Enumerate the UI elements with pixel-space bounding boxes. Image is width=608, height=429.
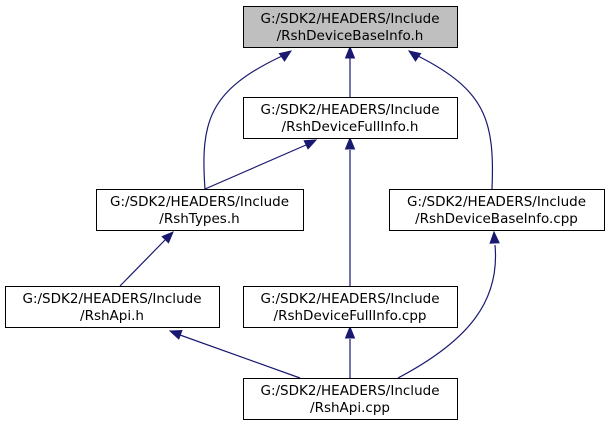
- node-api-h[interactable]: G:/SDK2/HEADERS/Include/RshApi.h: [5, 286, 220, 328]
- arrowhead: [344, 325, 356, 339]
- node-file-label: /RshApi.cpp: [310, 400, 390, 416]
- edge-full_h-to-base_h: [344, 45, 356, 97]
- node-file-label: /RshTypes.h: [159, 211, 239, 227]
- node-file-label: /RshDeviceFullInfo.cpp: [274, 308, 427, 324]
- edge-line: [179, 334, 301, 379]
- node-path-label: G:/SDK2/HEADERS/Include: [261, 102, 440, 118]
- node-file-label: /RshDeviceFullInfo.h: [282, 119, 419, 135]
- edge-api_cpp-to-full_cpp: [344, 325, 356, 378]
- node-base-cpp[interactable]: G:/SDK2/HEADERS/Include/RshDeviceBaseInf…: [389, 189, 605, 231]
- edges-layer: [119, 45, 500, 379]
- node-types-h[interactable]: G:/SDK2/HEADERS/Include/RshTypes.h: [96, 189, 304, 231]
- edge-line: [204, 144, 307, 190]
- arrowhead: [168, 329, 183, 340]
- node-box: [243, 286, 458, 328]
- edge-types_h-to-base_h: [203, 50, 293, 190]
- arrowhead: [161, 231, 174, 244]
- edge-api_cpp-to-base_cpp: [397, 230, 500, 379]
- nodes-layer: G:/SDK2/HEADERS/Include/RshDeviceBaseInf…: [5, 6, 605, 420]
- edge-types_h-to-full_h: [204, 139, 318, 190]
- node-path-label: G:/SDK2/HEADERS/Include: [261, 11, 440, 27]
- node-path-label: G:/SDK2/HEADERS/Include: [407, 194, 586, 210]
- arrowhead: [407, 50, 422, 62]
- edge-api_h-to-types_h: [119, 231, 174, 287]
- arrowhead: [344, 136, 356, 150]
- node-path-label: G:/SDK2/HEADERS/Include: [23, 291, 202, 307]
- edge-api_cpp-to-api_h: [168, 329, 301, 379]
- node-path-label: G:/SDK2/HEADERS/Include: [261, 383, 440, 399]
- node-base-h: G:/SDK2/HEADERS/Include/RshDeviceBaseInf…: [243, 6, 458, 48]
- node-file-label: /RshApi.h: [80, 308, 144, 324]
- node-path-label: G:/SDK2/HEADERS/Include: [110, 194, 289, 210]
- edge-line: [119, 239, 166, 287]
- node-file-label: /RshDeviceBaseInfo.h: [277, 28, 424, 44]
- edge-line: [203, 55, 283, 190]
- arrowhead: [278, 50, 293, 62]
- node-box: [243, 378, 458, 420]
- edge-full_cpp-to-full_h: [344, 136, 356, 286]
- node-box: [243, 97, 458, 139]
- edge-base_cpp-to-base_h: [407, 50, 494, 190]
- node-api-cpp[interactable]: G:/SDK2/HEADERS/Include/RshApi.cpp: [243, 378, 458, 420]
- node-file-label: /RshDeviceBaseInfo.cpp: [415, 211, 578, 227]
- node-box: [96, 189, 304, 231]
- node-full-h[interactable]: G:/SDK2/HEADERS/Include/RshDeviceFullInf…: [243, 97, 458, 139]
- node-full-cpp[interactable]: G:/SDK2/HEADERS/Include/RshDeviceFullInf…: [243, 286, 458, 328]
- edge-line: [417, 55, 494, 190]
- node-path-label: G:/SDK2/HEADERS/Include: [261, 291, 440, 307]
- edge-line: [397, 244, 497, 379]
- node-box: [389, 189, 605, 231]
- node-box: [243, 6, 458, 48]
- arrowhead: [344, 45, 356, 59]
- arrowhead: [303, 139, 318, 150]
- node-box: [5, 286, 220, 328]
- arrowhead: [489, 230, 500, 244]
